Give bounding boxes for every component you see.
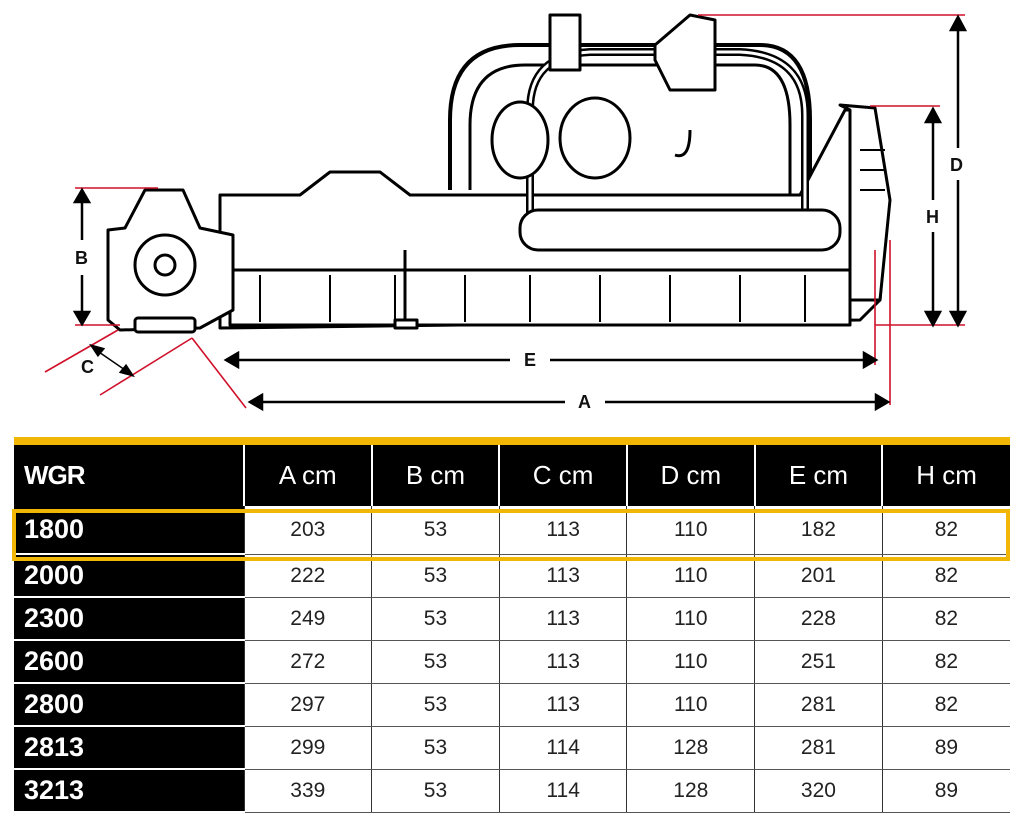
value-cell: 297 <box>243 683 372 727</box>
value-cell: 110 <box>626 640 755 684</box>
value-cell: 113 <box>498 554 627 598</box>
value-cell: 281 <box>754 683 883 727</box>
value-cell: 128 <box>626 726 755 770</box>
value-cell: 53 <box>371 554 500 598</box>
model-cell: 3213 <box>14 769 244 813</box>
value-cell: 113 <box>498 597 627 641</box>
value-cell: 82 <box>881 640 1010 684</box>
value-cell: 82 <box>881 554 1010 598</box>
value-cell: 82 <box>881 597 1010 641</box>
model-cell: 2800 <box>14 683 244 727</box>
value-cell: 53 <box>371 597 500 641</box>
header-e: E cm <box>753 445 883 506</box>
value-cell: 114 <box>498 726 627 770</box>
value-cell: 113 <box>498 506 627 555</box>
value-cell: 89 <box>881 769 1010 813</box>
dimension-label-b: B <box>75 248 88 268</box>
value-cell: 222 <box>243 554 372 598</box>
value-cell: 82 <box>881 506 1010 555</box>
value-cell: 110 <box>626 597 755 641</box>
value-cell: 249 <box>243 597 372 641</box>
dimension-label-h: H <box>926 207 939 227</box>
accent-bar <box>14 437 1010 445</box>
value-cell: 281 <box>754 726 883 770</box>
value-cell: 53 <box>371 726 500 770</box>
model-cell: 2600 <box>14 640 244 684</box>
model-cell: 2813 <box>14 726 244 770</box>
value-cell: 272 <box>243 640 372 684</box>
dimension-label-a: A <box>578 392 591 412</box>
value-cell: 110 <box>626 683 755 727</box>
dimension-label-e: E <box>524 350 536 370</box>
value-cell: 53 <box>371 769 500 813</box>
dimension-arrows <box>72 14 968 412</box>
header-h: H cm <box>881 445 1010 506</box>
value-cell: 110 <box>626 554 755 598</box>
model-cell: 2300 <box>14 597 244 641</box>
dimension-label-d: D <box>950 155 963 175</box>
value-cell: 182 <box>754 506 883 555</box>
value-cell: 82 <box>881 683 1010 727</box>
value-cell: 299 <box>243 726 372 770</box>
header-d: D cm <box>625 445 755 506</box>
value-cell: 113 <box>498 640 627 684</box>
value-cell: 114 <box>498 769 627 813</box>
value-cell: 339 <box>243 769 372 813</box>
value-cell: 201 <box>754 554 883 598</box>
value-cell: 203 <box>243 506 372 555</box>
header-c: C cm <box>498 445 627 506</box>
value-cell: 53 <box>371 506 500 555</box>
model-cell: 1800 <box>14 506 244 555</box>
value-cell: 113 <box>498 683 627 727</box>
header-model: WGR <box>14 445 244 506</box>
value-cell: 89 <box>881 726 1010 770</box>
value-cell: 128 <box>626 769 755 813</box>
value-cell: 228 <box>754 597 883 641</box>
machine-outline <box>106 13 892 334</box>
mulcher-dimension-diagram: B C E A D H <box>44 13 968 412</box>
model-cell: 2000 <box>14 554 244 598</box>
dimension-lines <box>44 14 965 409</box>
value-cell: 320 <box>754 769 883 813</box>
dimension-label-c: C <box>81 357 94 377</box>
header-b: B cm <box>370 445 500 506</box>
value-cell: 53 <box>371 640 500 684</box>
value-cell: 110 <box>626 506 755 555</box>
value-cell: 251 <box>754 640 883 684</box>
table-header-row: WGR A cm B cm C cm D cm E cm H cm <box>14 445 1010 506</box>
header-a: A cm <box>243 445 372 506</box>
value-cell: 53 <box>371 683 500 727</box>
